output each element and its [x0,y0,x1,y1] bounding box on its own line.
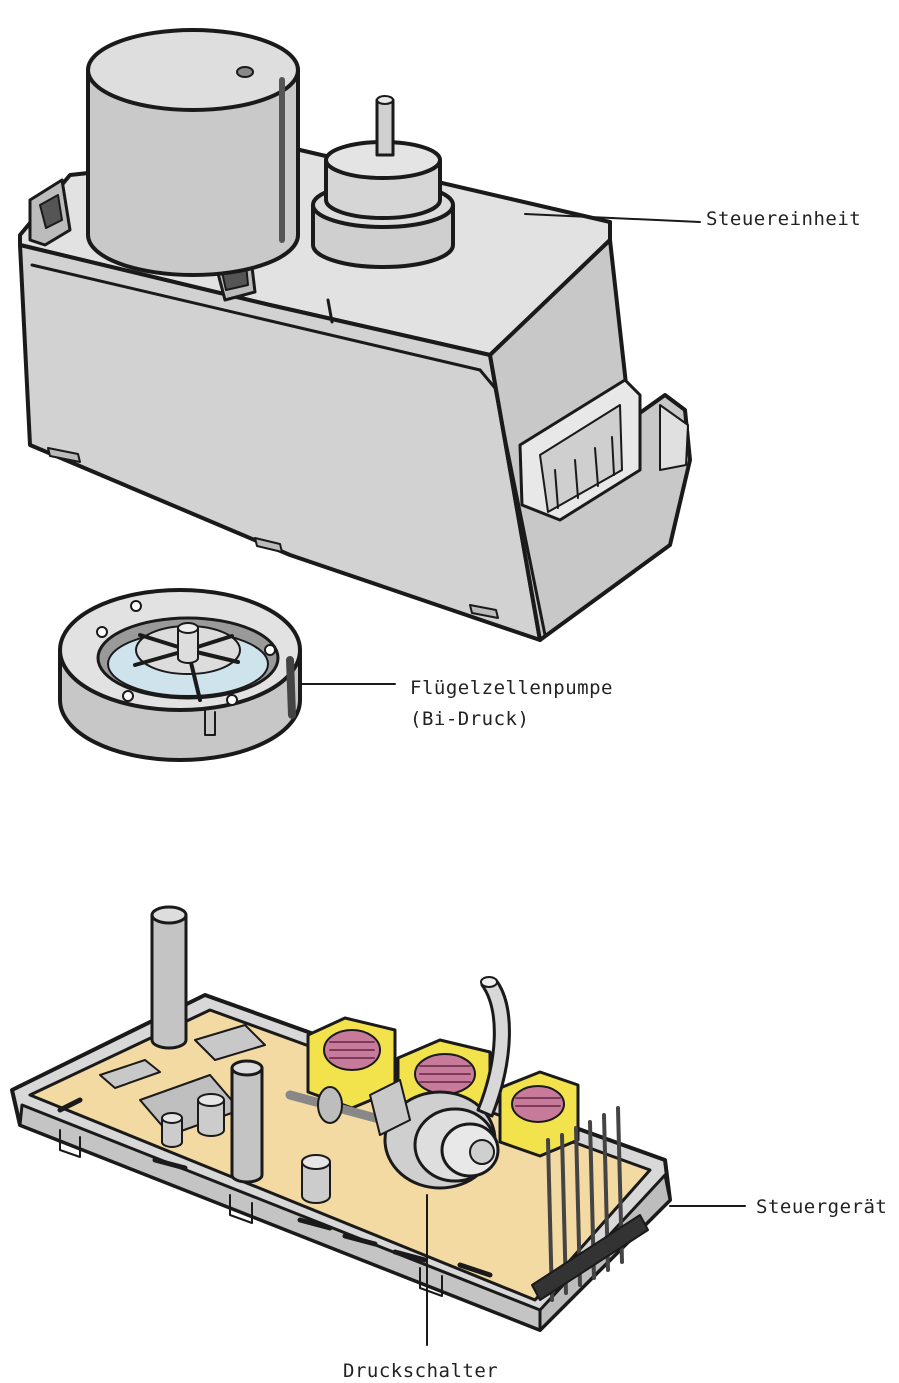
druckschalter [369,976,511,1190]
tall-post [150,905,188,1050]
label-steuereinheit: Steuereinheit [706,208,862,230]
fluegelzellenpumpe [58,588,302,762]
solenoid-coil [498,1070,580,1158]
leader-steuereinheit [524,213,701,223]
label-bi-druck: (Bi-Druck) [410,708,530,730]
center-post [230,1059,264,1184]
motor-cylinder [86,28,300,277]
solenoid-coil [306,1016,397,1110]
steuereinheit-housing [18,148,692,642]
label-fluegelzellenpumpe: Flügelzellenpumpe [410,677,613,699]
label-steuergeraet: Steuergerät [756,1196,888,1218]
label-druckschalter: Druckschalter [343,1360,499,1382]
valve-cylinder [311,95,455,269]
connector-pins [546,1106,624,1302]
